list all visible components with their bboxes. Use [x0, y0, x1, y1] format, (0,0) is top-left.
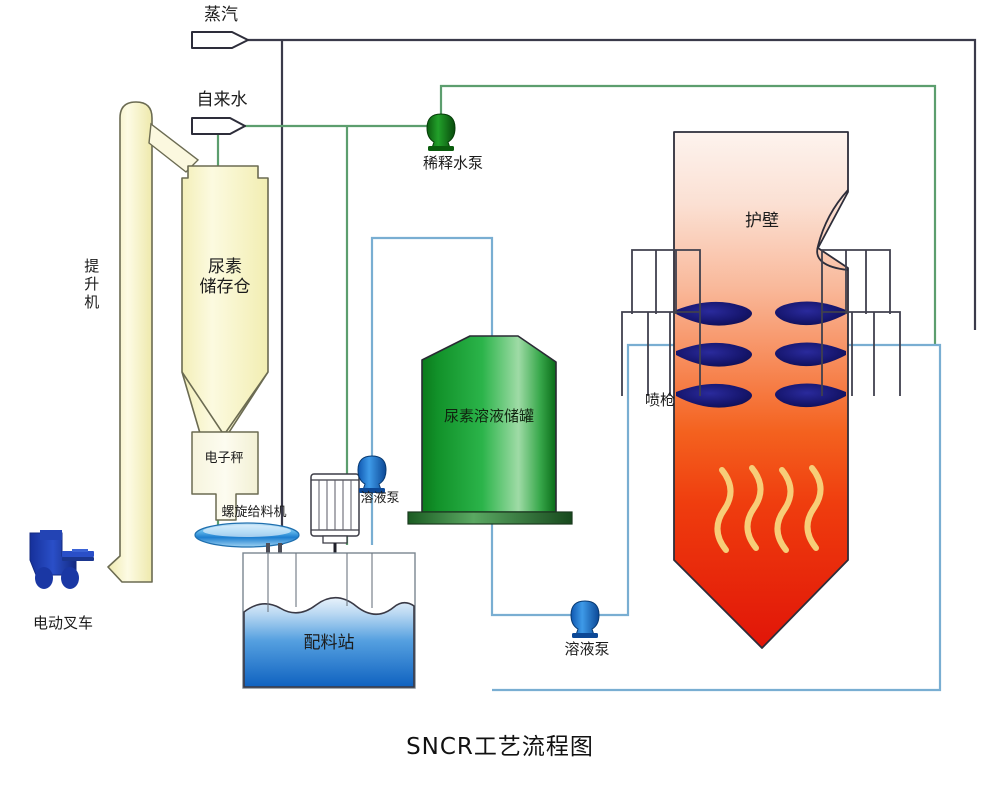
label-tap-water: 自来水 — [196, 90, 248, 110]
label-steam: 蒸汽 — [204, 5, 238, 25]
label-bucket-elevator: 提升机 — [82, 258, 101, 312]
electronic-scale — [191, 431, 259, 521]
label-screw-feeder: 螺旋给料机 — [221, 505, 287, 520]
urea-storage-silo — [181, 165, 269, 441]
lance-headers-right — [821, 249, 901, 396]
steam-pipe-network — [248, 38, 977, 545]
solution-pump-upper[interactable] — [357, 455, 387, 493]
lance-headers-left — [621, 249, 701, 396]
spray-plumes — [676, 301, 846, 408]
dilution-water-pump[interactable] — [426, 113, 456, 151]
electric-forklift — [29, 530, 94, 589]
label-furnace-wall: 护壁 — [745, 211, 779, 231]
label-urea-solution-tank: 尿素溶液储罐 — [443, 407, 534, 425]
tap-water-inlet-tag — [191, 117, 246, 135]
label-solution-pump-lower: 溶液泵 — [564, 640, 610, 658]
bucket-elevator — [107, 101, 200, 583]
solution-pump-lower[interactable] — [570, 600, 600, 638]
label-batching-station: 配料站 — [303, 633, 355, 653]
steam-inlet-tag — [191, 31, 249, 49]
diagram-title: SNCR工艺流程图 — [406, 734, 594, 760]
label-electric-forklift: 电动叉车 — [32, 614, 93, 632]
label-lances: 喷枪 — [644, 391, 675, 409]
screw-feeder — [194, 522, 300, 561]
batching-station — [242, 552, 416, 689]
label-dilution-water-pump: 稀释水泵 — [422, 154, 483, 172]
flame-squiggles — [714, 465, 824, 553]
label-solution-pump-upper: 溶液泵 — [360, 491, 400, 506]
label-urea-silo: 尿素 储存仓 — [199, 257, 251, 297]
urea-solution-tank — [407, 335, 573, 525]
label-electronic-scale: 电子秤 — [204, 451, 244, 466]
